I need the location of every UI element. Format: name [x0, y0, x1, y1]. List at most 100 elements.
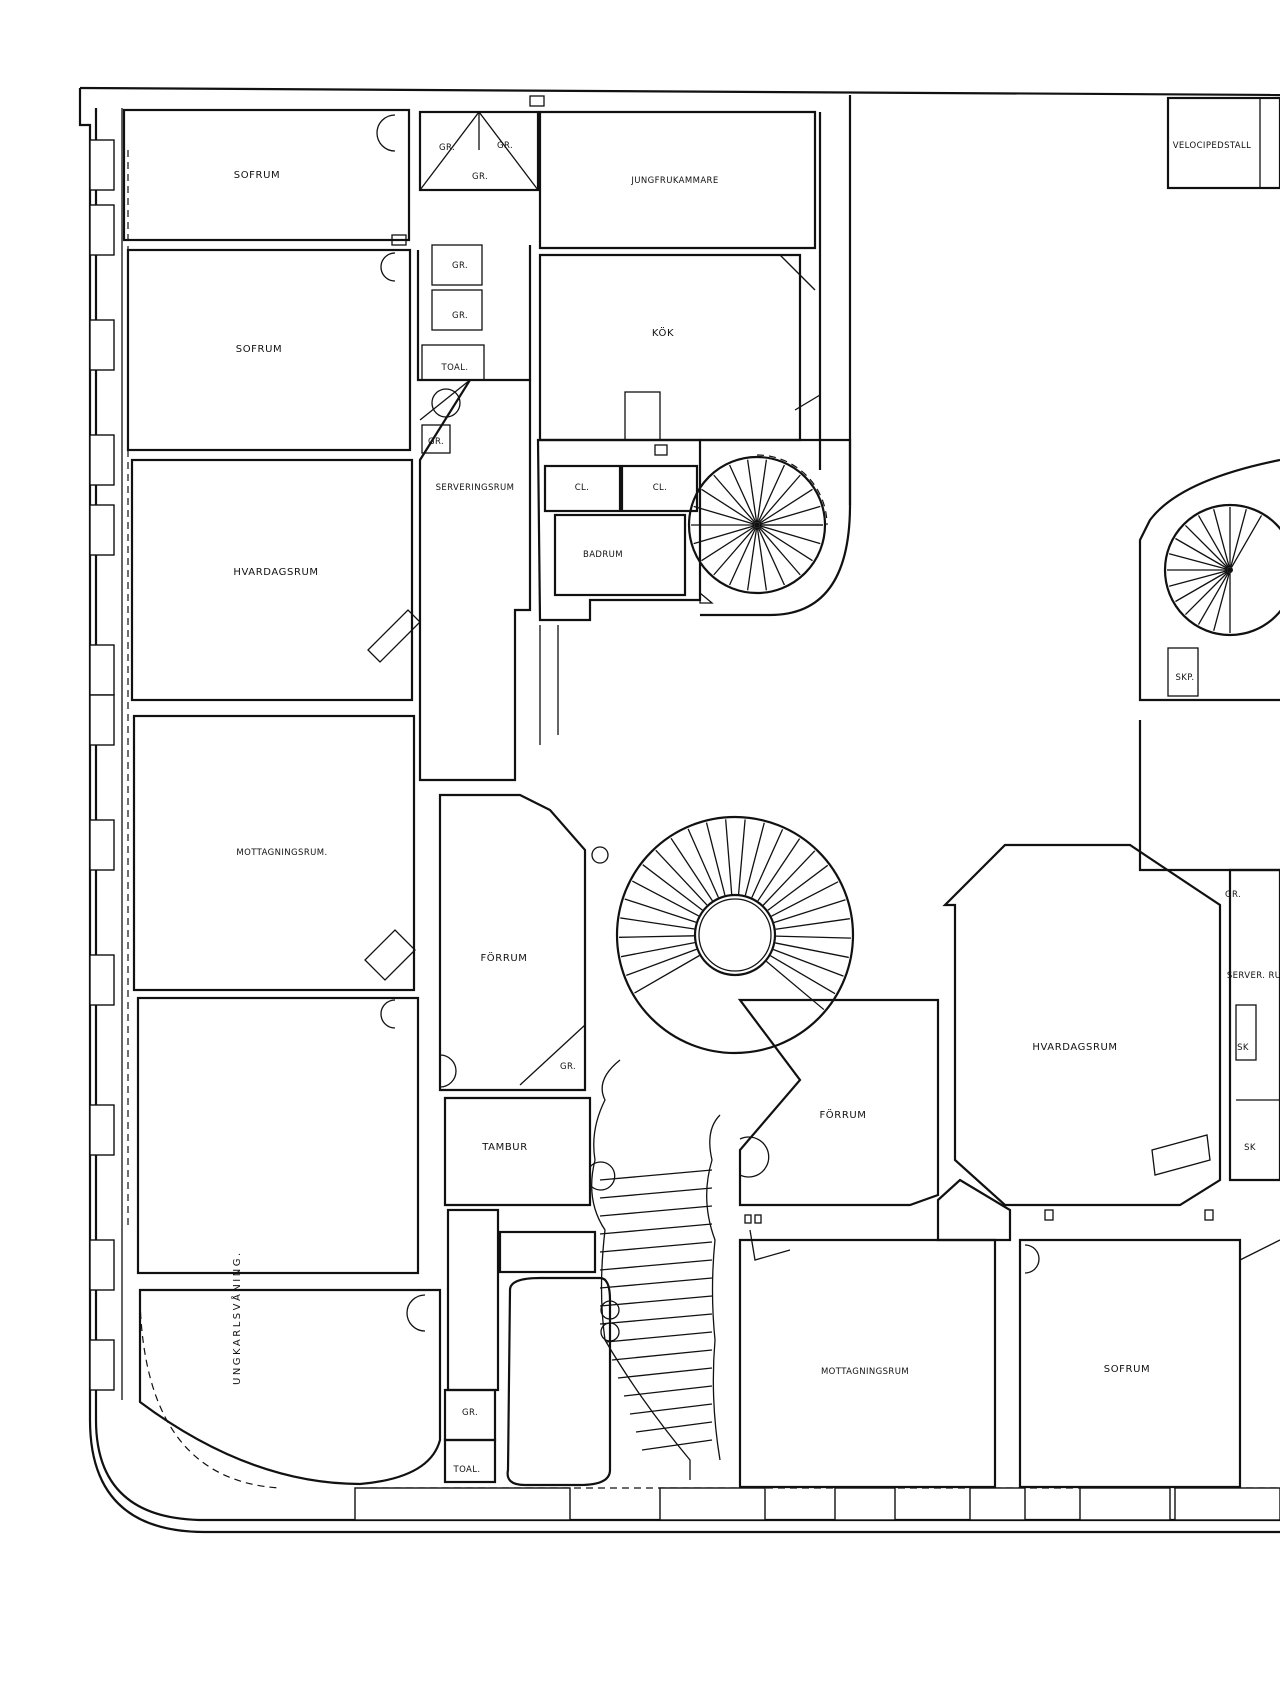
- stair-tread: [599, 1223, 713, 1235]
- label-sk-1: SK: [1237, 1043, 1249, 1053]
- stair-tread: [759, 525, 821, 545]
- stair-tread: [757, 464, 786, 523]
- stair-tread: [1184, 571, 1229, 616]
- stair-tread: [623, 1385, 713, 1397]
- stair-tread: [1175, 570, 1228, 603]
- label-hvardagsrum-2: HVARDAGSRUM: [1032, 1042, 1117, 1053]
- label-kok: KÖK: [652, 326, 674, 339]
- stair-tread: [773, 899, 846, 924]
- stair-tread: [1168, 553, 1228, 570]
- stair-tread: [629, 1403, 713, 1415]
- stair-tread: [701, 488, 755, 524]
- label-hvardagsrum-1: HVARDAGSRUM: [233, 567, 318, 578]
- label-gr-1: GR.: [439, 143, 455, 153]
- stair-tread: [775, 918, 850, 930]
- left-rooms: [122, 108, 457, 1486]
- stair-tread: [624, 898, 697, 923]
- stair-tread: [746, 459, 758, 523]
- stair-tread: [705, 822, 726, 896]
- label-gr-8: GR.: [462, 1408, 478, 1418]
- stair-tread: [767, 864, 829, 911]
- stair-tread: [693, 525, 755, 545]
- stair-tread: [1213, 508, 1230, 568]
- label-jungfrukammare: JUNGFRUKAMMARE: [630, 176, 718, 186]
- label-badrum: BADRUM: [583, 550, 623, 560]
- stair-tread: [655, 849, 708, 906]
- stair-tread: [693, 505, 755, 525]
- label-toal-2: TOAL.: [453, 1465, 481, 1475]
- stair-tread: [1168, 570, 1228, 587]
- stair-tread: [758, 526, 801, 576]
- label-gr-6: GR.: [428, 437, 444, 447]
- stair-tread: [620, 917, 695, 930]
- stair-tread: [746, 527, 758, 591]
- stair-tread: [770, 955, 836, 995]
- stair-tread: [599, 1277, 713, 1289]
- stair-tread: [1213, 572, 1230, 632]
- stair-tread: [756, 459, 768, 523]
- stair-tread: [725, 819, 733, 895]
- label-sofrum-2: SOFRUM: [236, 344, 282, 355]
- label-velocipedstall: VELOCIPEDSTALL: [1173, 141, 1252, 151]
- stair-tread: [642, 864, 703, 911]
- stair-tread: [599, 1313, 713, 1325]
- stair-tread: [1230, 508, 1247, 568]
- stair-tread: [757, 838, 801, 902]
- label-forrum-2: FÖRRUM: [819, 1108, 866, 1121]
- stair-tread: [605, 1331, 713, 1343]
- stair-tread: [1197, 572, 1230, 625]
- stair-tread: [765, 960, 825, 1011]
- stair-tread: [611, 1349, 713, 1361]
- label-gr-3: GR.: [472, 172, 488, 182]
- right-lower: [737, 843, 1280, 1489]
- stair-tread: [759, 488, 813, 524]
- label-gr-5: GR.: [452, 311, 468, 321]
- label-sofrum-1: SOFRUM: [234, 170, 280, 181]
- stair-tread: [1184, 524, 1229, 569]
- label-sofrum-3: SOFRUM: [1104, 1364, 1150, 1375]
- stair-tread: [635, 1421, 713, 1433]
- stair-tread: [599, 1205, 713, 1217]
- central-hall: [438, 793, 616, 1487]
- stair-tread: [775, 942, 849, 959]
- stair-tread: [713, 474, 756, 524]
- stair-tread: [620, 942, 695, 958]
- stair-tread: [626, 948, 697, 977]
- stair-tread: [751, 828, 784, 898]
- stair-tread: [1175, 537, 1228, 570]
- stair-tread: [728, 527, 757, 586]
- label-serveringsrum-2: SERVER. RUM: [1227, 971, 1280, 981]
- stair-tread: [771, 881, 839, 917]
- stair-tread: [641, 1439, 713, 1451]
- stair-tread: [631, 880, 699, 917]
- stair-tread: [687, 828, 720, 898]
- stair-tread: [737, 819, 746, 895]
- label-mottagningsrum-2: MOTTAGNINGSRUM: [821, 1367, 909, 1377]
- stair-tread: [775, 935, 851, 939]
- stair-tread: [599, 1187, 713, 1199]
- stair-tread: [759, 505, 821, 525]
- room-labels: SOFRUM SOFRUM SOFRUM JUNGFRUKAMMARE VELO…: [230, 141, 1280, 1475]
- stair-tread: [599, 1295, 713, 1307]
- label-tambur: TAMBUR: [481, 1142, 528, 1153]
- stair-tread: [758, 474, 801, 524]
- label-sk-2: SK: [1244, 1143, 1256, 1153]
- spiral-stair-top: [687, 438, 852, 617]
- stair-tread: [756, 527, 768, 591]
- closet-labels: GR. GR. GR. GR. GR. GR. GR. GR. GR.: [428, 141, 1241, 1418]
- label-gr-4: GR.: [452, 261, 468, 271]
- label-gr-9: GR.: [1225, 890, 1241, 900]
- right-upper: [818, 95, 1280, 872]
- outer-walls: [78, 86, 1280, 1534]
- label-cl-2: CL.: [653, 483, 668, 493]
- label-gr-7: GR.: [560, 1062, 576, 1072]
- stair-tread: [617, 1367, 713, 1379]
- facade-piers: [89, 139, 1280, 1521]
- label-cl-1: CL.: [575, 483, 590, 493]
- stair-tread: [701, 526, 755, 562]
- stair-tread: [759, 526, 813, 562]
- stair-tread: [713, 526, 756, 576]
- stair-tread: [744, 822, 765, 896]
- label-skp: SKP.: [1175, 673, 1194, 683]
